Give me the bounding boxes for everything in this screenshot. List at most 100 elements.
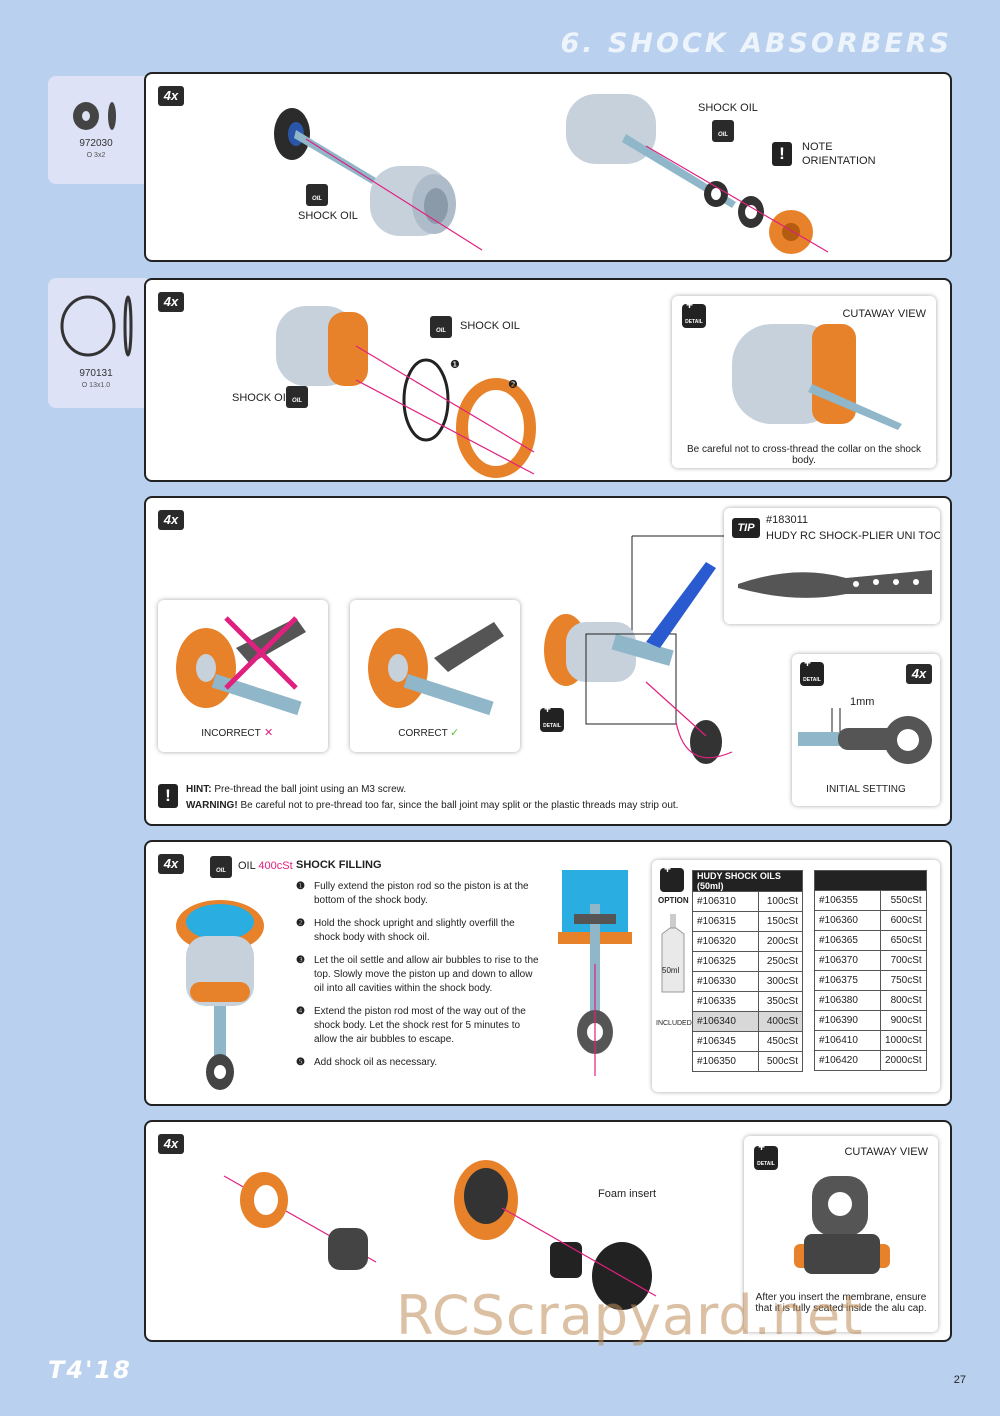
- filling-step: ❹ Extend the piston rod most of the way o…: [296, 1005, 540, 1047]
- hudy-oils-box: OPTION 50ml INCLUDED HUDY SHOCK OILS (50…: [652, 860, 940, 1092]
- bottle-size-label: 50ml: [662, 966, 680, 975]
- shock-membrane-drawing: [454, 1160, 657, 1310]
- oil-code: #106355: [814, 890, 881, 911]
- oil-viscosity: 350cSt: [758, 991, 803, 1012]
- cutaway-box: DETAIL CUTAWAY VIEW After you insert the…: [744, 1136, 938, 1332]
- incorrect-drawing: [176, 616, 306, 716]
- oil-code: #106360: [814, 910, 881, 931]
- hint-label: HINT:: [186, 784, 212, 795]
- warning-text: Be careful not to pre-thread too far, si…: [240, 800, 679, 811]
- oil-code: #106410: [814, 1030, 881, 1051]
- shock-body-assembly-drawing: [566, 94, 829, 254]
- thumbs-up-icon: [660, 860, 684, 892]
- oil-viscosity: 2000cSt: [880, 1050, 927, 1071]
- cutaway-caption: Be careful not to cross-thread the colla…: [686, 444, 921, 466]
- incorrect-label: INCORRECT: [201, 728, 261, 739]
- shock-oil-label: SHOCK OIL: [298, 210, 358, 222]
- filling-step: ❶ Fully extend the piston rod so the pist…: [296, 880, 540, 908]
- part-tab-972030: 972030 O 3x2: [48, 76, 152, 184]
- oil-code: #106330: [692, 971, 759, 992]
- oil-viscosity: 150cSt: [758, 911, 803, 932]
- step-number: ❸: [296, 955, 305, 966]
- oil-label: OIL 400cSt: [238, 860, 293, 872]
- oil-viscosity: 550cSt: [880, 890, 927, 911]
- shock-cross-section-drawing: [558, 870, 632, 1076]
- oil-icon: OIL: [712, 120, 734, 142]
- part-code: 970131: [79, 368, 113, 379]
- oil-viscosity: 650cSt: [880, 930, 927, 951]
- oil-code: #106320: [692, 931, 759, 952]
- oil-code: #106345: [692, 1031, 759, 1052]
- oil-code: #106390: [814, 1010, 881, 1031]
- oil-viscosity: 400cSt: [258, 860, 293, 872]
- oil-viscosity: 1000cSt: [880, 1030, 927, 1051]
- step-text: Fully extend the piston rod so the pisto…: [314, 881, 529, 906]
- oil-icon: OIL: [286, 386, 308, 408]
- oil-viscosity: 800cSt: [880, 990, 927, 1011]
- step-number: ❹: [296, 1006, 305, 1017]
- option-label: OPTION: [658, 896, 689, 905]
- hint-text: Pre-thread the ball joint using an M3 sc…: [214, 784, 407, 795]
- correct-drawing: [368, 622, 504, 716]
- oil-viscosity: 900cSt: [880, 1010, 927, 1031]
- oil-code: #106325: [692, 951, 759, 972]
- detail-icon: DETAIL: [682, 296, 706, 328]
- hint-line: HINT: Pre-thread the ball joint using an…: [186, 784, 406, 795]
- oil-viscosity: 200cSt: [758, 931, 803, 952]
- shock-cap-drawing: [223, 1172, 377, 1270]
- step-text: Extend the piston rod most of the way ou…: [314, 1006, 526, 1045]
- cap-cutaway-drawing: [794, 1176, 890, 1274]
- warning-icon: !: [158, 784, 178, 808]
- oil-viscosity: 250cSt: [758, 951, 803, 972]
- shock-oil-label: SHOCK OIL: [460, 320, 520, 332]
- step-text: Add shock oil as necessary.: [314, 1057, 438, 1068]
- oil-code: #106350: [692, 1051, 759, 1072]
- incorrect-box: INCORRECT ✕: [158, 600, 328, 752]
- oil-code: #106420: [814, 1050, 881, 1071]
- shock-plier-tool-icon: [738, 570, 932, 598]
- included-label: INCLUDED: [656, 1020, 692, 1027]
- step-number: ❶: [296, 881, 305, 892]
- oil-icon: OIL: [306, 184, 328, 206]
- part-size: O 3x2: [86, 152, 106, 159]
- detail-icon: DETAIL: [540, 698, 564, 732]
- oil-viscosity: 100cSt: [758, 891, 803, 912]
- quantity-badge: 4x: [158, 510, 184, 530]
- quantity-badge: 4x: [158, 854, 184, 874]
- shock-oil-label: SHOCK OIL: [698, 102, 758, 114]
- page-title: 6. SHOCK ABSORBERS: [560, 28, 952, 59]
- step-text: Hold the shock upright and slightly over…: [314, 918, 515, 943]
- tip-box: TIP #183011 HUDY RC SHOCK-PLIER UNI TOOL: [724, 508, 940, 624]
- note-orientation-label: NOTE ORIENTATION: [802, 141, 876, 167]
- oil-code: #106315: [692, 911, 759, 932]
- oils-table-title: HUDY SHOCK OILS (50ml): [692, 870, 803, 892]
- oil-bottle-icon: [661, 914, 685, 993]
- plier-assembly-drawing: [544, 535, 733, 764]
- oil-viscosity: 700cSt: [880, 950, 927, 971]
- oil-code: #106375: [814, 970, 881, 991]
- cutaway-title: CUTAWAY VIEW: [844, 1146, 928, 1158]
- oil-viscosity: 750cSt: [880, 970, 927, 991]
- oil-code: #106370: [814, 950, 881, 971]
- initial-setting-box: DETAIL 4x 1mm INITIAL SETTING: [792, 654, 940, 806]
- oil-code: #106340: [692, 1011, 759, 1032]
- tip-code: #183011: [766, 514, 809, 526]
- tip-tool-name: HUDY RC SHOCK-PLIER UNI TOOL: [766, 530, 940, 542]
- warning-label: WARNING!: [186, 800, 238, 811]
- filling-step: ❸ Let the oil settle and allow air bubble…: [296, 954, 540, 996]
- dimension-label: 1mm: [850, 696, 875, 708]
- initial-setting-label: INITIAL SETTING: [826, 784, 906, 795]
- part-size: O 13x1.0: [81, 382, 111, 389]
- shock-filling-instructions: SHOCK FILLING ❶ Fully extend the piston r…: [296, 858, 540, 1079]
- cutaway-box: DETAIL CUTAWAY VIEW Be careful not to cr…: [672, 296, 936, 468]
- shock-filling-title: SHOCK FILLING: [296, 859, 382, 871]
- step5-panel: 4x Foam insert DETAIL CUTAWAY VIEW After…: [144, 1120, 952, 1342]
- detail-icon: DETAIL: [754, 1136, 778, 1170]
- step-text: Let the oil settle and allow air bubbles…: [314, 955, 539, 994]
- step3-panel: 4x INCORRECT ✕ CORRECT ✓ DETAIL: [144, 496, 952, 826]
- shock-oil-label: SHOCK OIL: [232, 392, 292, 404]
